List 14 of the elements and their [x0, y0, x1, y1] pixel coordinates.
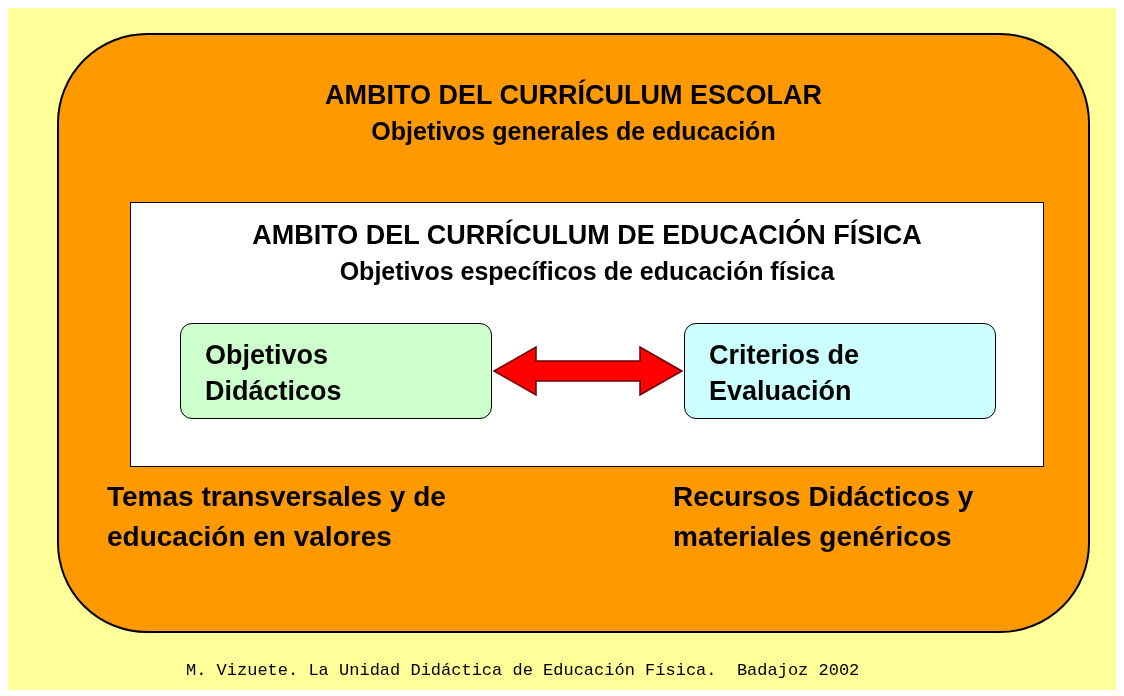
inner-panel [130, 202, 1044, 467]
rounded-box [684, 323, 996, 419]
panel-subtitle: Objetivos específicos de educación física [338, 256, 836, 287]
rounded-panel [57, 33, 1090, 633]
panel-title: AMBITO DEL CURRÍCULUM ESCOLAR [324, 78, 823, 112]
double-arrow [492, 345, 684, 397]
note-text: Temas transversales y de educación en valores [107, 480, 447, 554]
rounded-box [180, 323, 492, 419]
caption: M. Vizuete. La Unidad Didáctica de Educación Física. Badajoz 2002 [186, 660, 860, 682]
box-label: Criterios de Evaluación [709, 339, 861, 408]
note-text: Recursos Didácticos y materiales genéricos [673, 480, 975, 554]
box-label: Objetivos Didácticos [205, 339, 343, 408]
panel-subtitle: Objetivos generales de educación [370, 116, 777, 147]
panel-title: AMBITO DEL CURRÍCULUM DE EDUCACIÓN FÍSICA [251, 218, 923, 252]
